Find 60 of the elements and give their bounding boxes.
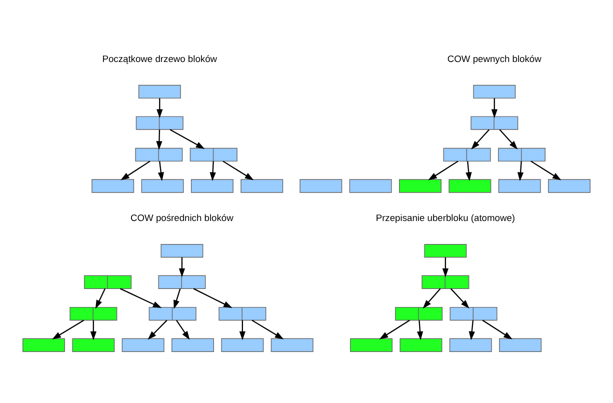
node-box xyxy=(270,338,314,352)
label: Przepisanie uberbloku (atomowe) xyxy=(376,212,516,223)
arrow xyxy=(416,320,424,340)
node-box xyxy=(72,338,115,352)
node-box xyxy=(190,179,234,193)
node-box xyxy=(22,338,65,352)
arrow xyxy=(517,161,524,182)
arrow xyxy=(379,320,410,340)
arrow xyxy=(158,161,164,182)
arrow xyxy=(178,257,186,278)
node-box xyxy=(399,179,442,193)
node-box xyxy=(449,338,492,352)
arrow xyxy=(52,320,84,340)
node-box xyxy=(240,179,284,193)
label: Początkowe drzewo bloków xyxy=(102,54,218,64)
node-box xyxy=(498,179,541,193)
node-box xyxy=(548,179,590,193)
arrow xyxy=(468,320,475,340)
arrow xyxy=(252,320,284,340)
node-box xyxy=(122,338,164,352)
arrow xyxy=(471,129,490,150)
label: COW pośrednich bloków xyxy=(130,212,234,223)
node-box xyxy=(300,179,342,193)
arrow xyxy=(156,130,162,150)
node-box xyxy=(349,179,392,193)
label: COW pewnych bloków xyxy=(447,54,542,64)
arrow xyxy=(156,98,163,118)
node-box xyxy=(138,84,181,99)
node-box xyxy=(499,338,542,352)
arrow xyxy=(499,129,518,150)
arrow xyxy=(466,161,472,182)
node-box xyxy=(448,179,492,193)
arrow xyxy=(428,160,458,180)
arrow xyxy=(90,320,96,340)
arrow xyxy=(222,160,254,180)
node-box xyxy=(350,338,393,352)
arrow xyxy=(170,129,205,150)
node-box xyxy=(141,179,184,193)
node-box xyxy=(424,244,467,258)
node-box xyxy=(172,338,214,352)
arrow xyxy=(482,320,512,340)
arrow xyxy=(176,320,190,340)
arrow xyxy=(174,288,181,309)
arrow xyxy=(530,160,562,180)
arrow xyxy=(120,160,150,180)
node-box xyxy=(92,179,134,193)
arrow xyxy=(442,257,449,278)
node-box xyxy=(160,244,204,258)
arrow xyxy=(148,320,168,340)
node-box xyxy=(400,338,442,352)
arrow xyxy=(450,288,470,309)
node-box xyxy=(473,84,516,99)
arrow xyxy=(210,161,216,182)
arrow xyxy=(239,320,246,340)
arrow xyxy=(95,288,106,309)
arrow xyxy=(491,98,498,118)
arrow xyxy=(120,288,162,308)
arrow xyxy=(422,288,441,309)
node-box xyxy=(221,338,264,352)
arrow xyxy=(193,288,232,308)
